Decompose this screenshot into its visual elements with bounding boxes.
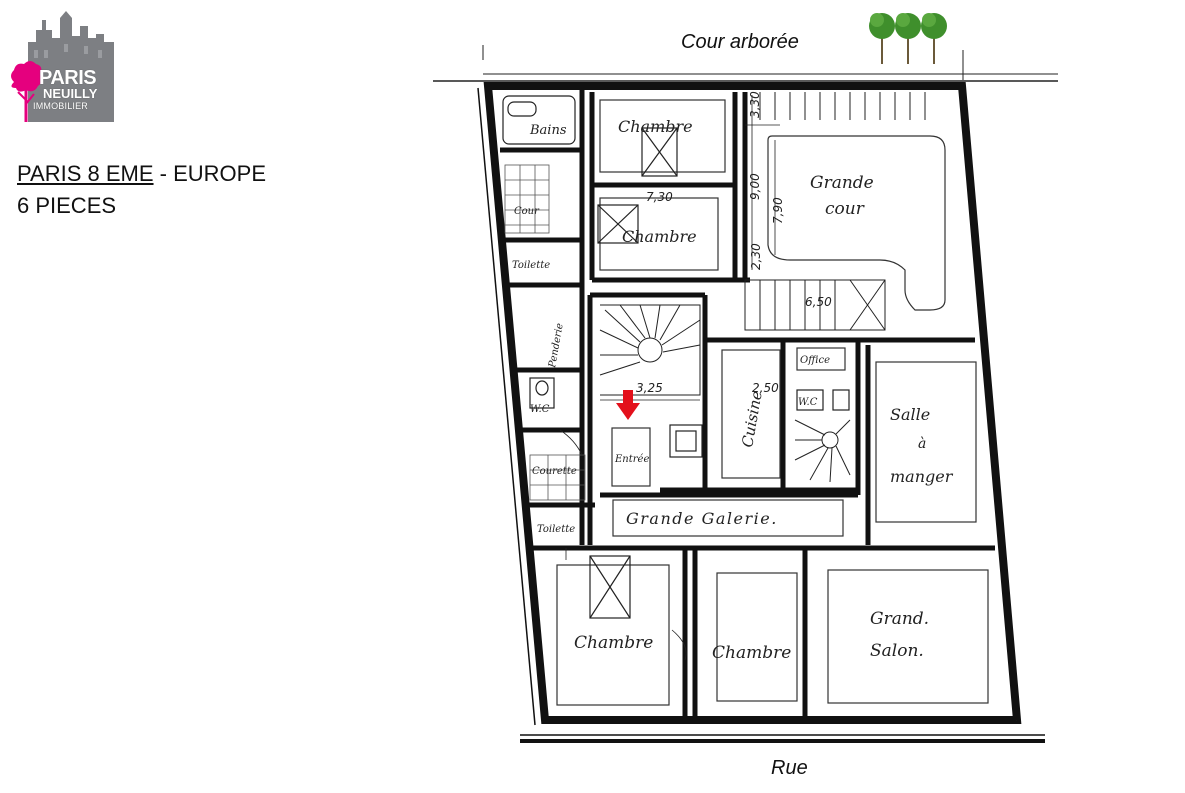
room-label-chambre-bottom1: Chambre — [574, 633, 653, 653]
room-label-office: Office — [800, 355, 830, 366]
shaft-marks — [589, 127, 703, 619]
dimension-label-330: 3,30 — [748, 91, 762, 118]
tiled-floor — [504, 164, 586, 501]
dimension-label-730: 7,30 — [646, 190, 673, 204]
listing-location: PARIS 8 EME - EUROPE — [17, 158, 317, 190]
staircase-service — [794, 419, 851, 483]
dimension-label-250: 2,50 — [752, 381, 779, 395]
room-label-salon: Salon. — [870, 641, 924, 661]
toilet-icon — [529, 377, 850, 411]
bathtub-icon — [502, 95, 576, 145]
door-swings — [559, 429, 687, 661]
tree-icon — [11, 61, 43, 122]
listing-location-area: - EUROPE — [153, 161, 266, 186]
room-label-courette: Courette — [532, 466, 577, 477]
room-label-toilette-1: Toilette — [512, 260, 550, 271]
agency-logo: PARIS NEUILLY IMMOBILIER — [6, 8, 118, 126]
logo-line-paris: PARIS — [39, 67, 97, 89]
room-label-manger: manger — [890, 467, 954, 486]
room-label-grand: Grand. — [870, 609, 929, 629]
room-label-grande: Grande — [810, 173, 874, 193]
staircase-cour — [744, 92, 926, 331]
exterior-walls — [477, 82, 1045, 743]
logo-line-immobilier: IMMOBILIER — [33, 101, 89, 111]
room-label-cuisine: Cuisine — [738, 389, 766, 448]
room-label-chambre-top2: Chambre — [622, 227, 697, 246]
dimension-label-230: 2,30 — [749, 243, 763, 270]
entrance-arrow-icon — [616, 390, 640, 420]
listing-location-district: PARIS 8 EME — [17, 161, 154, 186]
room-label-penderie: Penderie — [547, 322, 566, 369]
room-label-petite-cour: Cour — [514, 206, 540, 217]
room-label-chambre-top1: Chambre — [618, 117, 693, 136]
dimension-label-325: 3,25 — [636, 381, 663, 395]
room-label-entree: Entrée — [614, 454, 649, 465]
room-label-toilette-2: Toilette — [537, 524, 575, 535]
room-label-chambre-bottom2: Chambre — [712, 643, 791, 663]
listing-rooms: 6 PIECES — [17, 193, 117, 218]
dimension-label-650: 6,50 — [805, 295, 832, 309]
castle-icon — [11, 11, 114, 122]
room-label-a: à — [918, 436, 926, 452]
logo-line-neuilly: NEUILLY — [43, 86, 98, 101]
room-outlines — [556, 99, 989, 706]
room-label-salle: Salle — [890, 405, 930, 424]
room-label-cour: cour — [825, 199, 865, 219]
floor-plan: Bains Chambre Chambre Grande cour Cour T… — [433, 13, 1058, 743]
dimension-label-900: 9,00 — [748, 173, 762, 200]
trees-icon — [869, 13, 947, 64]
listing-title: PARIS 8 EME - EUROPE 6 PIECES — [17, 158, 317, 222]
label-cour-arboree: Cour arborée — [681, 31, 799, 53]
room-label-wc-2: W.C — [798, 397, 818, 408]
label-rue: Rue — [771, 757, 808, 779]
dimension-lines — [600, 95, 780, 401]
interior-walls — [500, 90, 995, 716]
room-label-wc-1: W.C — [530, 404, 550, 415]
dimension-label-790: 7,90 — [771, 197, 785, 224]
staircase-main — [599, 304, 701, 396]
room-label-bains: Bains — [529, 123, 567, 138]
room-label-grande-galerie: Grande Galerie. — [626, 509, 778, 528]
